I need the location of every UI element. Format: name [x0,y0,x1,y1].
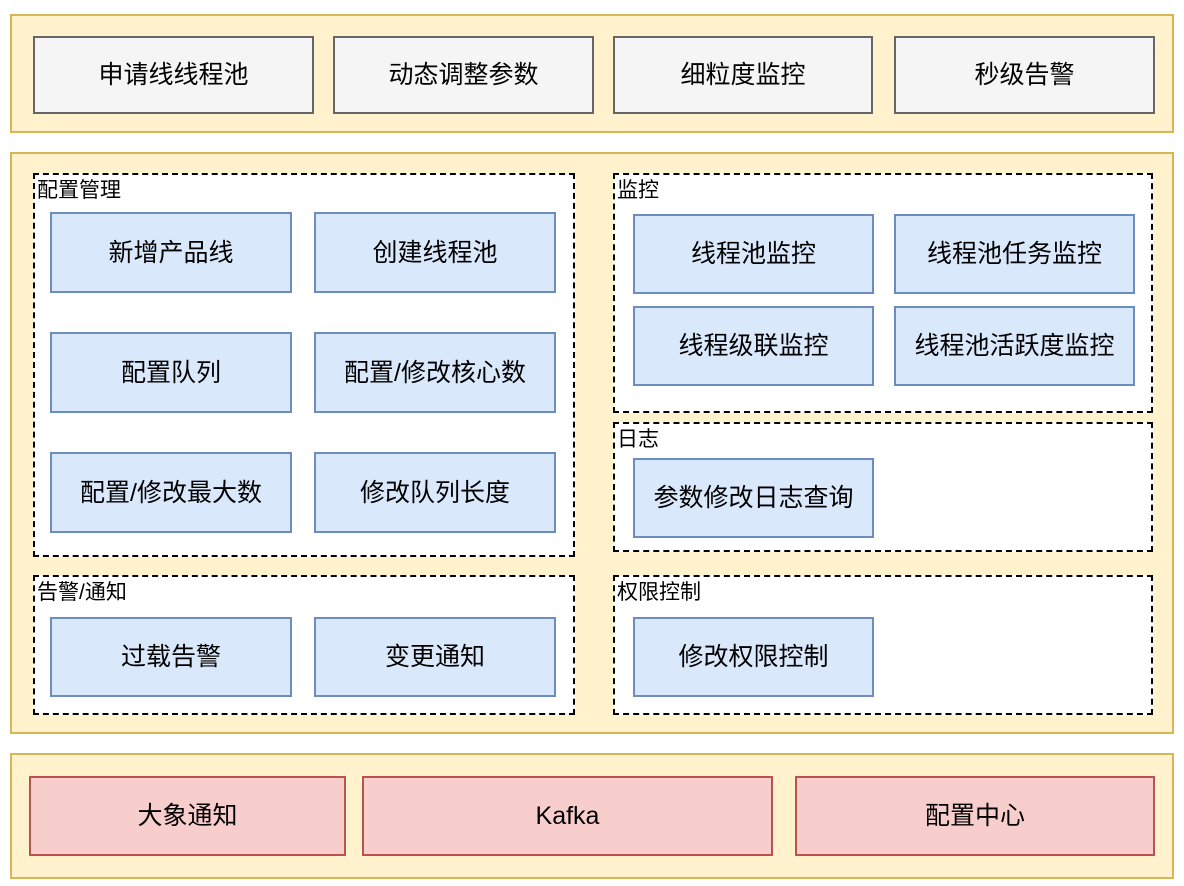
section-config-management-title: 配置管理 [37,179,121,202]
box-param-change-log-query: 参数修改日志查询 [633,458,874,538]
bottom-infrastructure-band: 大象通知 Kafka 配置中心 [10,753,1174,879]
box-configure-core-count: 配置/修改核心数 [314,332,556,413]
box-change-notification: 变更通知 [314,617,556,697]
section-alert-notification-title: 告警/通知 [37,581,127,604]
box-configure-queue: 配置队列 [50,332,292,413]
section-config-management: 配置管理 新增产品线 创建线程池 配置队列 配置/修改核心数 配置/修改最大数 … [33,173,575,557]
top-feature-band: 申请线线程池 动态调整参数 细粒度监控 秒级告警 [10,14,1174,133]
box-thread-cascade-monitor: 线程级联监控 [633,306,874,386]
box-thread-pool-monitor: 线程池监控 [633,214,874,294]
box-modify-queue-length: 修改队列长度 [314,452,556,533]
section-logging: 日志 参数修改日志查询 [613,422,1153,552]
box-dynamic-adjust-params: 动态调整参数 [333,36,594,114]
section-alert-notification: 告警/通知 过载告警 变更通知 [33,575,575,715]
box-modify-permission-control: 修改权限控制 [633,617,874,697]
section-permission-control: 权限控制 修改权限控制 [613,575,1153,715]
box-add-product-line: 新增产品线 [50,212,292,293]
box-apply-thread-pool: 申请线线程池 [33,36,314,114]
box-kafka: Kafka [362,776,773,856]
box-thread-pool-task-monitor: 线程池任务监控 [894,214,1135,294]
box-overload-alert: 过载告警 [50,617,292,697]
section-permission-control-title: 权限控制 [617,581,701,604]
section-monitoring-title: 监控 [617,179,659,202]
box-elephant-notification: 大象通知 [29,776,346,856]
box-create-thread-pool: 创建线程池 [314,212,556,293]
section-logging-title: 日志 [617,428,659,451]
middle-capability-band: 配置管理 新增产品线 创建线程池 配置队列 配置/修改核心数 配置/修改最大数 … [10,152,1174,734]
box-configure-max-count: 配置/修改最大数 [50,452,292,533]
box-fine-grained-monitoring: 细粒度监控 [613,36,873,114]
box-thread-pool-activity-monitor: 线程池活跃度监控 [894,306,1135,386]
section-monitoring: 监控 线程池监控 线程池任务监控 线程级联监控 线程池活跃度监控 [613,173,1153,413]
box-config-center: 配置中心 [795,776,1155,856]
box-second-level-alert: 秒级告警 [894,36,1155,114]
